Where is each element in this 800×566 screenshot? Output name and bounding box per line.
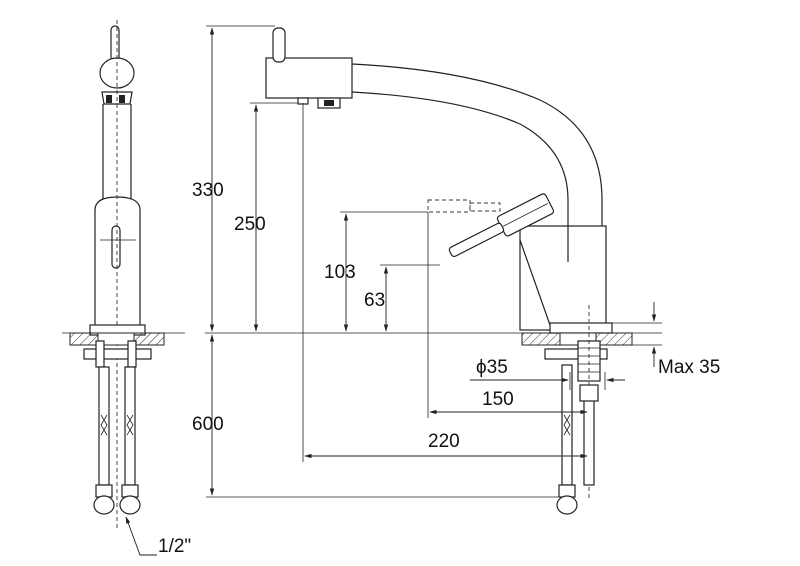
spout-pipe-outer <box>351 63 603 226</box>
top-lever-stick <box>110 25 120 63</box>
hose-right <box>124 366 136 486</box>
front-view <box>69 20 165 556</box>
mounting-nut-front <box>83 348 152 360</box>
mounting-nut-side <box>544 348 608 360</box>
label-thread: 1/2" <box>158 536 191 557</box>
spout-head <box>265 57 353 99</box>
hose-nut-right <box>119 495 141 515</box>
spout-pipe-inner <box>351 91 569 226</box>
dimension-labels: 330 250 103 63 600 ϕ35 Max 35 150 220 1/… <box>158 180 720 557</box>
dimension-lines <box>62 25 662 498</box>
hose-side-right <box>583 399 595 486</box>
hose-nut-left <box>93 495 115 515</box>
label-330: 330 <box>192 180 224 201</box>
lever-alt-position <box>427 199 471 213</box>
label-600: 600 <box>192 414 224 435</box>
label-220: 220 <box>428 431 460 452</box>
side-view <box>265 27 633 515</box>
label-max35: Max 35 <box>658 357 720 378</box>
label-63: 63 <box>364 290 385 311</box>
lever-handle-front <box>111 225 121 269</box>
thread-leader <box>125 516 157 556</box>
label-250: 250 <box>234 214 266 235</box>
hose-nut-side <box>556 495 578 515</box>
lever-assembly <box>448 193 555 258</box>
label-diameter: ϕ35 <box>476 357 508 378</box>
spout-lever <box>272 27 286 63</box>
label-103: 103 <box>324 262 356 283</box>
label-150: 150 <box>482 389 514 410</box>
hose-side-left <box>561 364 573 486</box>
hose-left <box>98 366 110 486</box>
